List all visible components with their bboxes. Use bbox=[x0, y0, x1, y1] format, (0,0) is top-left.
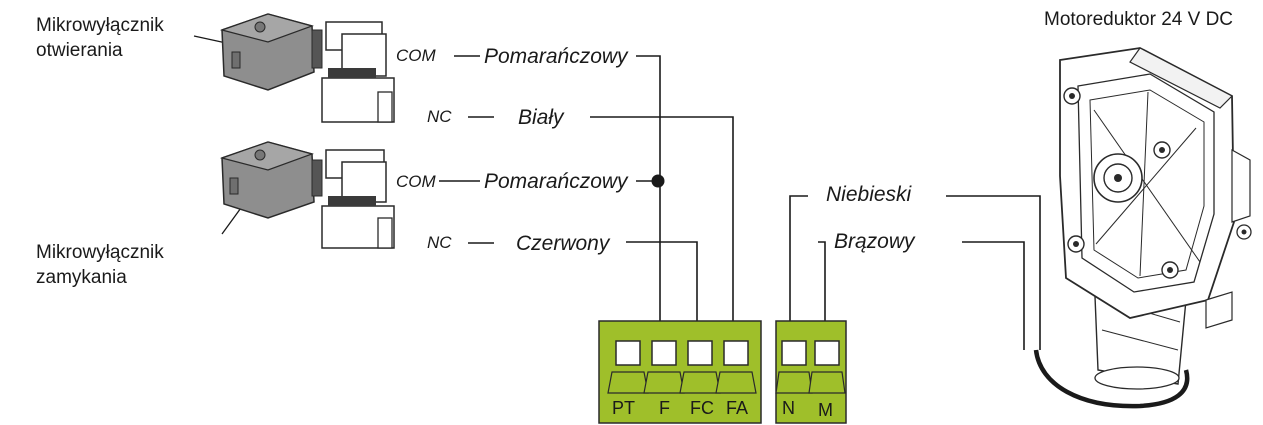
junction-dot bbox=[651, 174, 665, 188]
upper-com-label: COM bbox=[396, 46, 437, 65]
terminal-f bbox=[643, 340, 685, 394]
wire-white-label: Biały bbox=[518, 106, 565, 129]
wire-orange-lower-label: Pomarańczowy bbox=[484, 170, 629, 193]
wire-blue-to-motor bbox=[946, 195, 1041, 350]
wire-orange-upper-label: Pomarańczowy bbox=[484, 45, 629, 68]
terminal-fc-label: FC bbox=[690, 398, 714, 418]
open-switch-caption-line2: otwierania bbox=[36, 40, 123, 61]
open-switch-caption: Mikrowyłącznik otwierania bbox=[36, 15, 164, 61]
wire-red-label: Czerwony bbox=[516, 232, 611, 255]
close-switch-caption-line2: zamykania bbox=[36, 267, 127, 288]
lower-com-label: COM bbox=[396, 172, 437, 191]
wire-brown-label: Brązowy bbox=[834, 230, 916, 253]
wire-brown-to-terminal bbox=[818, 241, 833, 344]
motor-caption: Motoreduktor 24 V DC bbox=[1044, 9, 1233, 30]
gear-motor-illustration bbox=[1033, 47, 1252, 409]
wire-red bbox=[626, 241, 705, 344]
wire-white bbox=[590, 116, 741, 344]
terminal-m bbox=[808, 340, 846, 394]
terminal-block-2: N M bbox=[775, 320, 847, 424]
close-switch-caption-line1: Mikrowyłącznik bbox=[36, 242, 164, 263]
terminal-fa-label: FA bbox=[726, 398, 748, 418]
open-microswitch-illustration bbox=[219, 13, 395, 123]
terminal-fa bbox=[715, 340, 757, 394]
terminal-n-label: N bbox=[782, 398, 795, 418]
terminal-pt-label: PT bbox=[612, 398, 635, 418]
close-microswitch-illustration bbox=[219, 141, 395, 249]
terminal-block-1: PT F FC FA bbox=[598, 320, 762, 424]
wire-brown-to-motor bbox=[962, 241, 1025, 350]
terminal-fc bbox=[679, 340, 721, 394]
terminal-m-label: M bbox=[818, 400, 833, 420]
terminal-pt bbox=[607, 340, 649, 394]
terminal-n bbox=[775, 340, 813, 394]
upper-nc-label: NC bbox=[427, 107, 452, 126]
close-switch-caption: Mikrowyłącznik zamykania bbox=[36, 242, 164, 288]
terminal-f-label: F bbox=[659, 398, 670, 418]
wire-blue bbox=[788, 195, 808, 344]
wire-blue-label: Niebieski bbox=[826, 183, 913, 206]
open-switch-caption-line1: Mikrowyłącznik bbox=[36, 15, 164, 36]
wire-orange-upper bbox=[636, 55, 668, 344]
lower-nc-label: NC bbox=[427, 233, 452, 252]
